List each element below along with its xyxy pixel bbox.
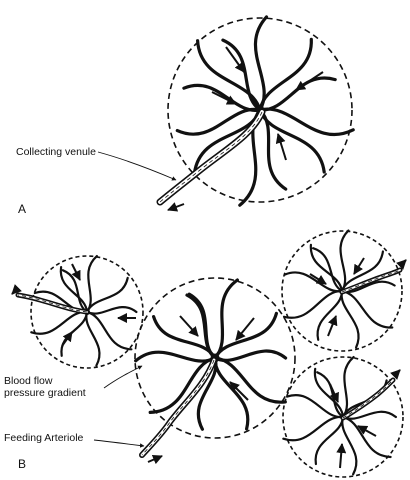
- collecting-venule: [156, 108, 266, 206]
- module-b-left: [30, 255, 144, 369]
- module-b-center-capillary: [213, 356, 287, 404]
- feeding-arteriole-label: Feeding Arteriole: [4, 432, 84, 444]
- module-a-capillary: [221, 38, 262, 112]
- feeding-arteriole: [139, 357, 217, 458]
- module-b-center-capillary: [213, 349, 288, 362]
- outflow-vessel-upper-right: [339, 267, 403, 295]
- module-a-capillary: [196, 39, 262, 112]
- module-b-upper-right: [281, 229, 403, 352]
- outflow-vessel-left: [15, 292, 90, 315]
- module-b-center-capillary: [213, 311, 278, 360]
- module-b-lower-right-capillary: [316, 371, 345, 419]
- module-b-upper-right-flow-arrow: [309, 273, 327, 285]
- module-b-lower-right-capillary: [286, 394, 345, 419]
- module-b-upper-right-capillary: [340, 250, 384, 293]
- module-b-lower-right-flow-arrow: [329, 383, 339, 403]
- module-b-upper-right-flow-arrow: [353, 257, 365, 275]
- venule-leader-line: [97, 151, 177, 181]
- feeding-arteriole-flow-line: [141, 359, 215, 456]
- module-b-left-flow-arrow: [71, 263, 81, 281]
- module-b-left-capillary: [30, 310, 89, 335]
- feeding-arteriole-wall: [139, 357, 217, 458]
- outflow-arrow-lower-right: [390, 369, 401, 380]
- outflow-vessel-lower-right-flow-line: [342, 379, 394, 419]
- outflow-arrow-left: [11, 284, 22, 295]
- module-b-left-capillary: [85, 306, 138, 315]
- module-b-lower-right-boundary: [282, 356, 404, 478]
- module-b-left-capillary: [85, 310, 133, 351]
- pressure-gradient-label-line2: pressure gradient: [4, 387, 86, 399]
- module-b-left-capillary: [85, 276, 129, 314]
- module-b-upper-right-capillary: [309, 243, 344, 293]
- module-b-upper-right-capillary: [316, 289, 344, 341]
- module-b-lower-right-flow-arrow: [336, 443, 347, 469]
- pressure-gradient-label-line1: Blood flow: [4, 375, 53, 387]
- module-b-lower-right-capillary: [341, 415, 392, 459]
- module-b-left-capillary: [59, 266, 89, 314]
- module-a-flow-arrow: [211, 91, 237, 105]
- module-b-center-flow-arrow: [229, 381, 249, 401]
- module-b-upper-right-capillary: [312, 247, 344, 293]
- arteriole-leader-line: [93, 439, 145, 448]
- module-a-capillary: [258, 37, 313, 112]
- collecting-venule-flow-line: [159, 111, 263, 203]
- module-b-center-capillary: [213, 356, 250, 431]
- module-b-center-flow-arrow: [179, 315, 199, 337]
- module-a-flow-arrow: [225, 46, 245, 73]
- module-b-upper-right-capillary: [340, 289, 394, 329]
- module-b-lower-right-capillary: [314, 415, 345, 466]
- module-b-left-flow-arrow: [61, 331, 73, 347]
- module-b-left-capillary: [61, 269, 89, 314]
- module-b-upper-right-capillary: [282, 289, 344, 319]
- gradient-leader-line: [103, 365, 143, 389]
- module-b-center-flow-arrow: [235, 317, 255, 341]
- arteriole-inflow-arrow: [147, 454, 163, 465]
- module-b-upper-right-capillary: [283, 271, 344, 293]
- module-a-capillary: [182, 83, 262, 112]
- module-a-flow-arrow: [295, 71, 324, 91]
- module-b-lower-right-capillary: [314, 367, 345, 419]
- module-b-center-boundary: [134, 277, 296, 439]
- module-a-flow-arrow: [275, 133, 287, 161]
- collecting-venule-label: Collecting venule: [16, 146, 96, 158]
- outflow-vessel-left-flow-line: [17, 294, 88, 313]
- module-a-boundary: [167, 17, 353, 203]
- module-b-lower-right-flow-arrow: [357, 425, 377, 437]
- module-b-upper-right-flow-arrow: [327, 315, 338, 337]
- module-b-left-capillary: [60, 310, 89, 357]
- module-b-left-boundary: [30, 255, 144, 369]
- panel-a-letter: A: [18, 202, 27, 216]
- outflow-arrow-upper-right: [396, 259, 407, 270]
- module-a-capillary: [258, 108, 288, 191]
- panel-b-letter: B: [18, 457, 27, 471]
- venule-outflow-arrow: [167, 202, 185, 212]
- module-a-capillary: [258, 107, 355, 137]
- module-b-center-capillary: [185, 293, 217, 360]
- pressure-gradient-label: Blood flow pressure gradient: [4, 375, 86, 399]
- module-b-lower-right-capillary: [282, 415, 345, 442]
- module-b-center-capillary: [196, 356, 218, 431]
- module-a-capillary: [258, 76, 337, 112]
- outflow-vessel-upper-right-flow-line: [341, 269, 401, 293]
- module-b-upper-right-boundary: [281, 230, 403, 352]
- module-a: [167, 15, 355, 207]
- outflow-vessel-lower-right: [340, 377, 396, 421]
- module-b-center: [134, 277, 296, 439]
- module-b-center-capillary: [134, 350, 217, 363]
